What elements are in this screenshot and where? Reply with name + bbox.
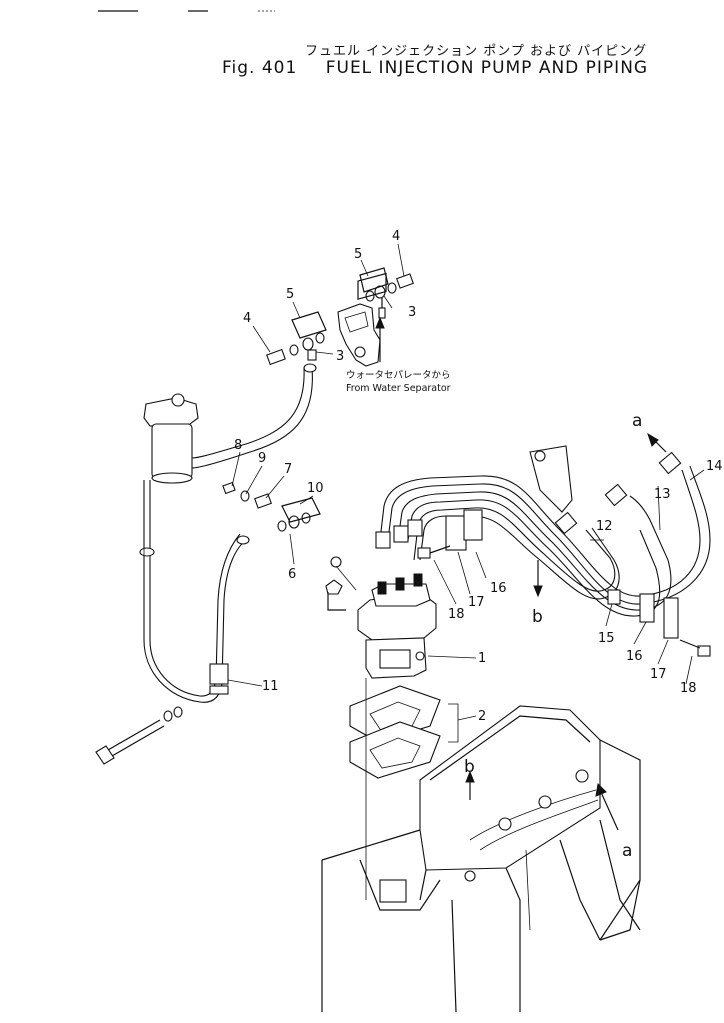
callout-18-left: 18 (448, 607, 465, 622)
letter-b-top: b (532, 607, 543, 627)
long-bolt (95, 706, 183, 765)
callout-4-right: 4 (392, 229, 400, 244)
injection-pump (357, 573, 437, 679)
callout-10: 10 (307, 481, 324, 496)
callout-numbers: 4 5 3 4 5 3 8 9 7 10 6 11 1 2 12 13 14 1… (234, 229, 723, 724)
callout-14: 14 (706, 459, 723, 474)
note-from-en: From Water Separator (346, 383, 451, 394)
arrow-a-bottom (595, 782, 607, 797)
callout-9: 9 (258, 451, 266, 466)
callout-5-left: 5 (286, 287, 294, 302)
figure-title-english: FUEL INJECTION PUMP AND PIPING (325, 58, 649, 78)
title-japanese: フュエル インジェクション ポンプ および パイピング (305, 44, 648, 59)
callout-15: 15 (598, 631, 615, 646)
engine-block (321, 705, 641, 1013)
water-separator-note: ウォータセパレータから From Water Separator (346, 370, 451, 394)
pipe-bracket (529, 445, 573, 513)
view-letters: a b b a (464, 411, 642, 861)
note-from-jp: ウォータセパレータから (346, 370, 451, 381)
fuel-filter (143, 393, 199, 484)
callout-8: 8 (234, 438, 242, 453)
arrow-b-top (533, 585, 543, 598)
callout-17-left: 17 (468, 595, 485, 610)
feed-pump (337, 303, 381, 367)
callout-18-right: 18 (680, 681, 697, 696)
callout-17-right: 17 (650, 667, 667, 682)
gaskets (349, 685, 441, 779)
callout-1: 1 (478, 651, 486, 666)
callout-13: 13 (654, 487, 671, 502)
banjo-bolt-left (266, 332, 325, 366)
arrow-a-top (647, 432, 659, 447)
letter-b-bottom: b (464, 757, 475, 777)
callout-6: 6 (288, 567, 296, 582)
letter-a-top: a (632, 411, 642, 431)
clamps (445, 509, 679, 639)
callout-7: 7 (284, 462, 292, 477)
callout-5-right: 5 (354, 247, 362, 262)
clamp-bolts (417, 545, 711, 657)
figure-title: Fig. 401 FUEL INJECTION PUMP AND PIPING (222, 58, 648, 78)
figure-number: Fig. 401 (222, 58, 298, 78)
banjo-bolt-right (365, 273, 414, 319)
callout-12: 12 (596, 519, 613, 534)
callout-4-left: 4 (243, 311, 251, 326)
callout-16-left: 16 (490, 581, 507, 596)
pipe-nuts-nozzle (554, 451, 682, 535)
callout-3-left: 3 (336, 349, 344, 364)
leader-lines (227, 243, 705, 721)
callout-11: 11 (262, 679, 279, 694)
callout-2: 2 (478, 709, 486, 724)
arrow-b-bottom (465, 770, 475, 783)
callout-3-right: 3 (408, 305, 416, 320)
callout-16-right: 16 (626, 649, 643, 664)
pipe-nuts-pump (375, 519, 423, 549)
letter-a-bottom: a (622, 841, 632, 861)
